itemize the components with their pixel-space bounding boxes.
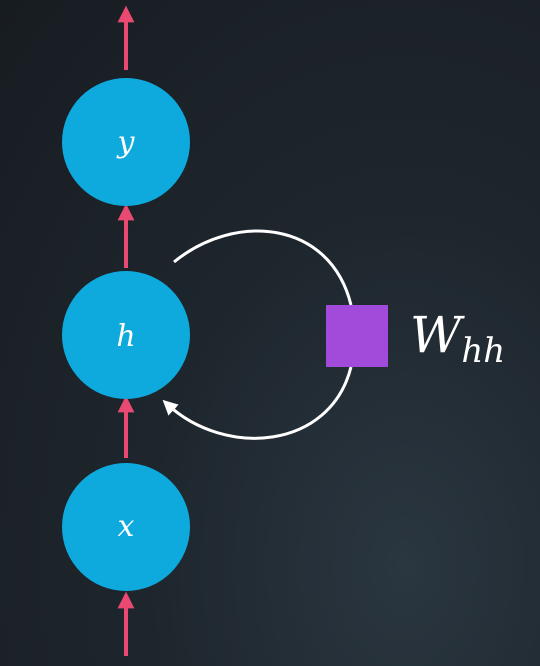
weight-label: Whh — [410, 306, 505, 371]
weight-label-symbol: W — [410, 306, 465, 364]
node-h-label: h — [116, 319, 135, 354]
weight-square — [326, 305, 388, 367]
node-x-circle — [62, 463, 190, 591]
node-y-circle — [62, 78, 190, 206]
node-h: h — [62, 271, 190, 399]
node-x: x — [62, 463, 190, 591]
recurrent-loop-top — [173, 229, 353, 306]
recurrent-loop-bottom — [162, 366, 353, 440]
weight-label-subscript: hh — [461, 331, 505, 371]
node-h-circle — [62, 271, 190, 399]
node-y-label: y — [116, 125, 136, 160]
node-y: y — [62, 78, 190, 206]
node-x-label: x — [118, 509, 135, 544]
